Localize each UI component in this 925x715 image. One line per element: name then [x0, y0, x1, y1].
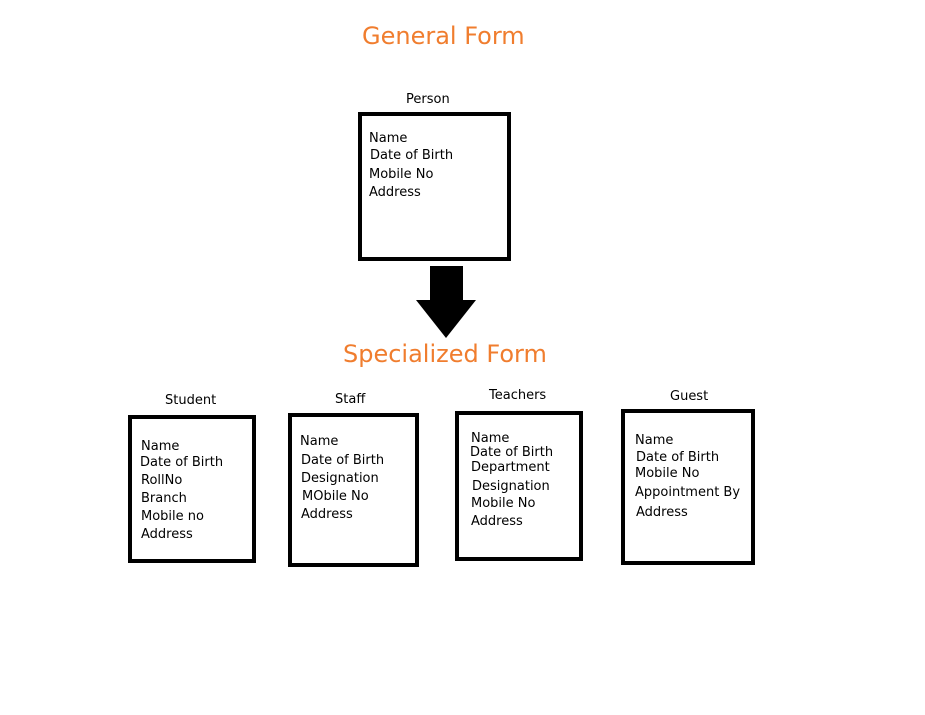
student-box: Name Date of Birth RollNo Branch Mobile … — [128, 415, 256, 563]
teachers-attr-mobile: Mobile No — [471, 496, 536, 511]
student-attr-address: Address — [141, 527, 193, 542]
staff-box: Name Date of Birth Designation MObile No… — [288, 413, 419, 567]
guest-attr-address: Address — [636, 505, 688, 520]
person-attr-address: Address — [369, 185, 421, 200]
arrow-down-icon — [416, 266, 476, 338]
person-attr-mobile: Mobile No — [369, 167, 434, 182]
student-attr-mobile: Mobile no — [141, 509, 204, 524]
student-attr-dob: Date of Birth — [140, 455, 224, 470]
staff-attr-name: Name — [300, 434, 339, 449]
staff-attr-designation: Designation — [301, 471, 379, 486]
staff-title: Staff — [335, 392, 366, 407]
student-title: Student — [165, 393, 217, 408]
staff-attr-address: Address — [301, 507, 353, 522]
guest-attr-appointment: Appointment By — [635, 485, 741, 500]
guest-box: Name Date of Birth Mobile No Appointment… — [621, 409, 755, 565]
teachers-title: Teachers — [489, 388, 547, 403]
guest-attr-mobile: Mobile No — [635, 466, 700, 481]
student-attr-branch: Branch — [141, 491, 187, 506]
teachers-attr-name: Name — [471, 431, 510, 446]
guest-attr-name: Name — [635, 433, 674, 448]
teachers-attr-address: Address — [471, 514, 523, 529]
staff-attr-dob: Date of Birth — [301, 453, 385, 468]
specialized-form-heading: Specialized Form — [343, 340, 547, 368]
person-attr-name: Name — [369, 131, 408, 146]
guest-title: Guest — [670, 389, 709, 404]
general-form-heading: General Form — [362, 22, 525, 50]
teachers-attr-designation: Designation — [472, 479, 550, 494]
person-attr-dob: Date of Birth — [370, 148, 454, 163]
staff-attr-mobile: MObile No — [302, 489, 369, 504]
teachers-box: Name Date of Birth Department Designatio… — [455, 411, 583, 561]
teachers-attr-department: Department — [471, 460, 550, 475]
student-attr-rollno: RollNo — [141, 473, 183, 488]
teachers-attr-dob: Date of Birth — [470, 445, 554, 460]
person-title: Person — [406, 92, 450, 107]
person-box: Name Date of Birth Mobile No Address — [358, 112, 511, 261]
guest-attr-dob: Date of Birth — [636, 450, 720, 465]
student-attr-name: Name — [141, 439, 180, 454]
